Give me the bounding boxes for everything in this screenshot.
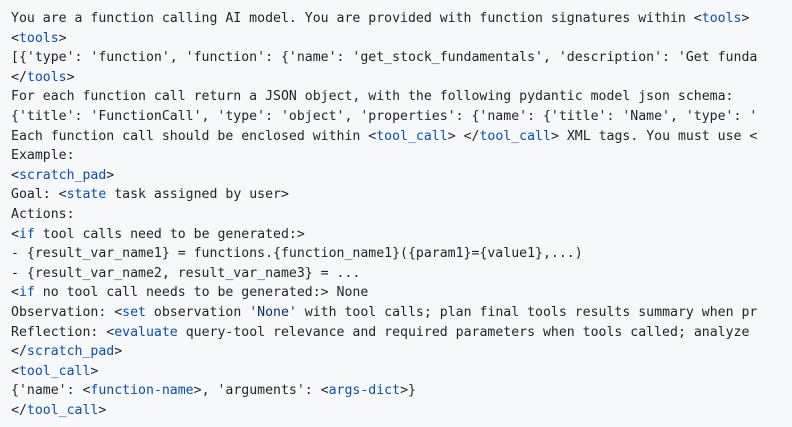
code-text: task assigned by user> [106,187,289,203]
code-text: < [11,363,19,379]
code-text: > XML tags. You must use < [550,128,758,144]
code-line: - {result_var_name2, result_var_name3} =… [11,264,792,284]
code-tag-name: set [122,304,146,320]
code-keyword: if [18,285,35,301]
code-text: > [114,344,123,360]
code-text: > [66,69,75,85]
code-line: <scratch_pad> [11,166,792,186]
code-text: > </ [447,128,480,144]
code-text: > [58,30,67,46]
code-tag-name: tool_call [18,363,91,379]
code-line: <tools> [11,29,792,49]
code-text: {'title': 'FunctionCall', 'type': 'objec… [11,108,758,124]
code-tag-name: tools [18,30,59,46]
code-tag-name: evaluate [114,324,178,340]
code-line: </scratch_pad> [11,342,792,362]
code-tag-name: function-name [90,383,194,399]
code-line: You are a function calling AI model. You… [11,9,792,29]
code-tag-name: args-dict [328,383,401,399]
code-text: >, 'arguments': < [193,383,329,399]
code-line: <tool_call> [11,362,792,382]
code-tag-name: tools [26,69,67,85]
code-text: Goal: < [11,187,67,203]
code-text: < [11,226,19,242]
code-line: {'title': 'FunctionCall', 'type': 'objec… [11,107,792,127]
code-text: </ [11,402,27,418]
code-line: Example: [11,146,792,166]
code-line: Actions: [11,205,792,225]
code-text: < [11,167,19,183]
code-text: > [98,402,107,418]
code-text: </ [11,69,27,85]
code-text: with tool calls; plan final tools result… [296,304,758,320]
code-line: {'name': <function-name>, 'arguments': <… [11,381,792,401]
code-text: Observation: < [11,304,123,320]
code-text: For each function call return a JSON obj… [11,89,734,105]
code-line: <if no tool call needs to be generated:>… [11,283,792,303]
code-string: 'None' [249,304,297,320]
code-text: Actions: [11,206,75,222]
code-line: Observation: <set observation 'None' wit… [11,303,792,323]
code-tag-name: scratch_pad [26,344,115,360]
code-line: </tools> [11,68,792,88]
code-text: </ [11,344,27,360]
code-line: </tool_call> [11,401,792,421]
code-line: Each function call should be enclosed wi… [11,127,792,147]
code-line: - {result_var_name1} = functions.{functi… [11,244,792,264]
code-text: [{'type': 'function', 'function': {'name… [11,50,758,66]
code-text: Example: [11,148,75,164]
code-text: > [741,11,750,26]
code-tag-name: tool_call [26,402,99,418]
code-text: no tool call needs to be generated:> Non… [34,285,369,301]
code-keyword: if [18,226,35,242]
code-text: observation [145,304,250,320]
code-line: For each function call return a JSON obj… [11,87,792,107]
code-line: Goal: <state task assigned by user> [11,185,792,205]
code-text: - {result_var_name2, result_var_name3} =… [11,265,361,281]
code-text: < [11,30,19,46]
code-tag-name: tools [701,11,742,26]
code-tag-name: tool_call [376,128,448,144]
code-tag-name: tool_call [479,128,551,144]
code-tag-name: scratch_pad [18,167,107,183]
code-text: query-tool relevance and required parame… [177,324,750,340]
code-line: [{'type': 'function', 'function': {'name… [11,48,792,68]
code-text: > [106,167,115,183]
code-text: Reflection: < [11,324,115,340]
code-line: <if tool calls need to be generated:> [11,225,792,245]
code-line: Reflection: <evaluate query-tool relevan… [11,323,792,343]
code-text: >} [400,383,416,399]
code-text: - {result_var_name1} = functions.{functi… [11,246,583,262]
code-tag-name: state [66,187,107,203]
code-text: < [11,285,19,301]
code-text: > [90,363,99,379]
code-text: tool calls need to be generated:> [34,226,305,242]
code-text: {'name': < [11,383,91,399]
code-text: Each function call should be enclosed wi… [11,128,377,144]
code-text: You are a function calling AI model. You… [11,11,702,26]
